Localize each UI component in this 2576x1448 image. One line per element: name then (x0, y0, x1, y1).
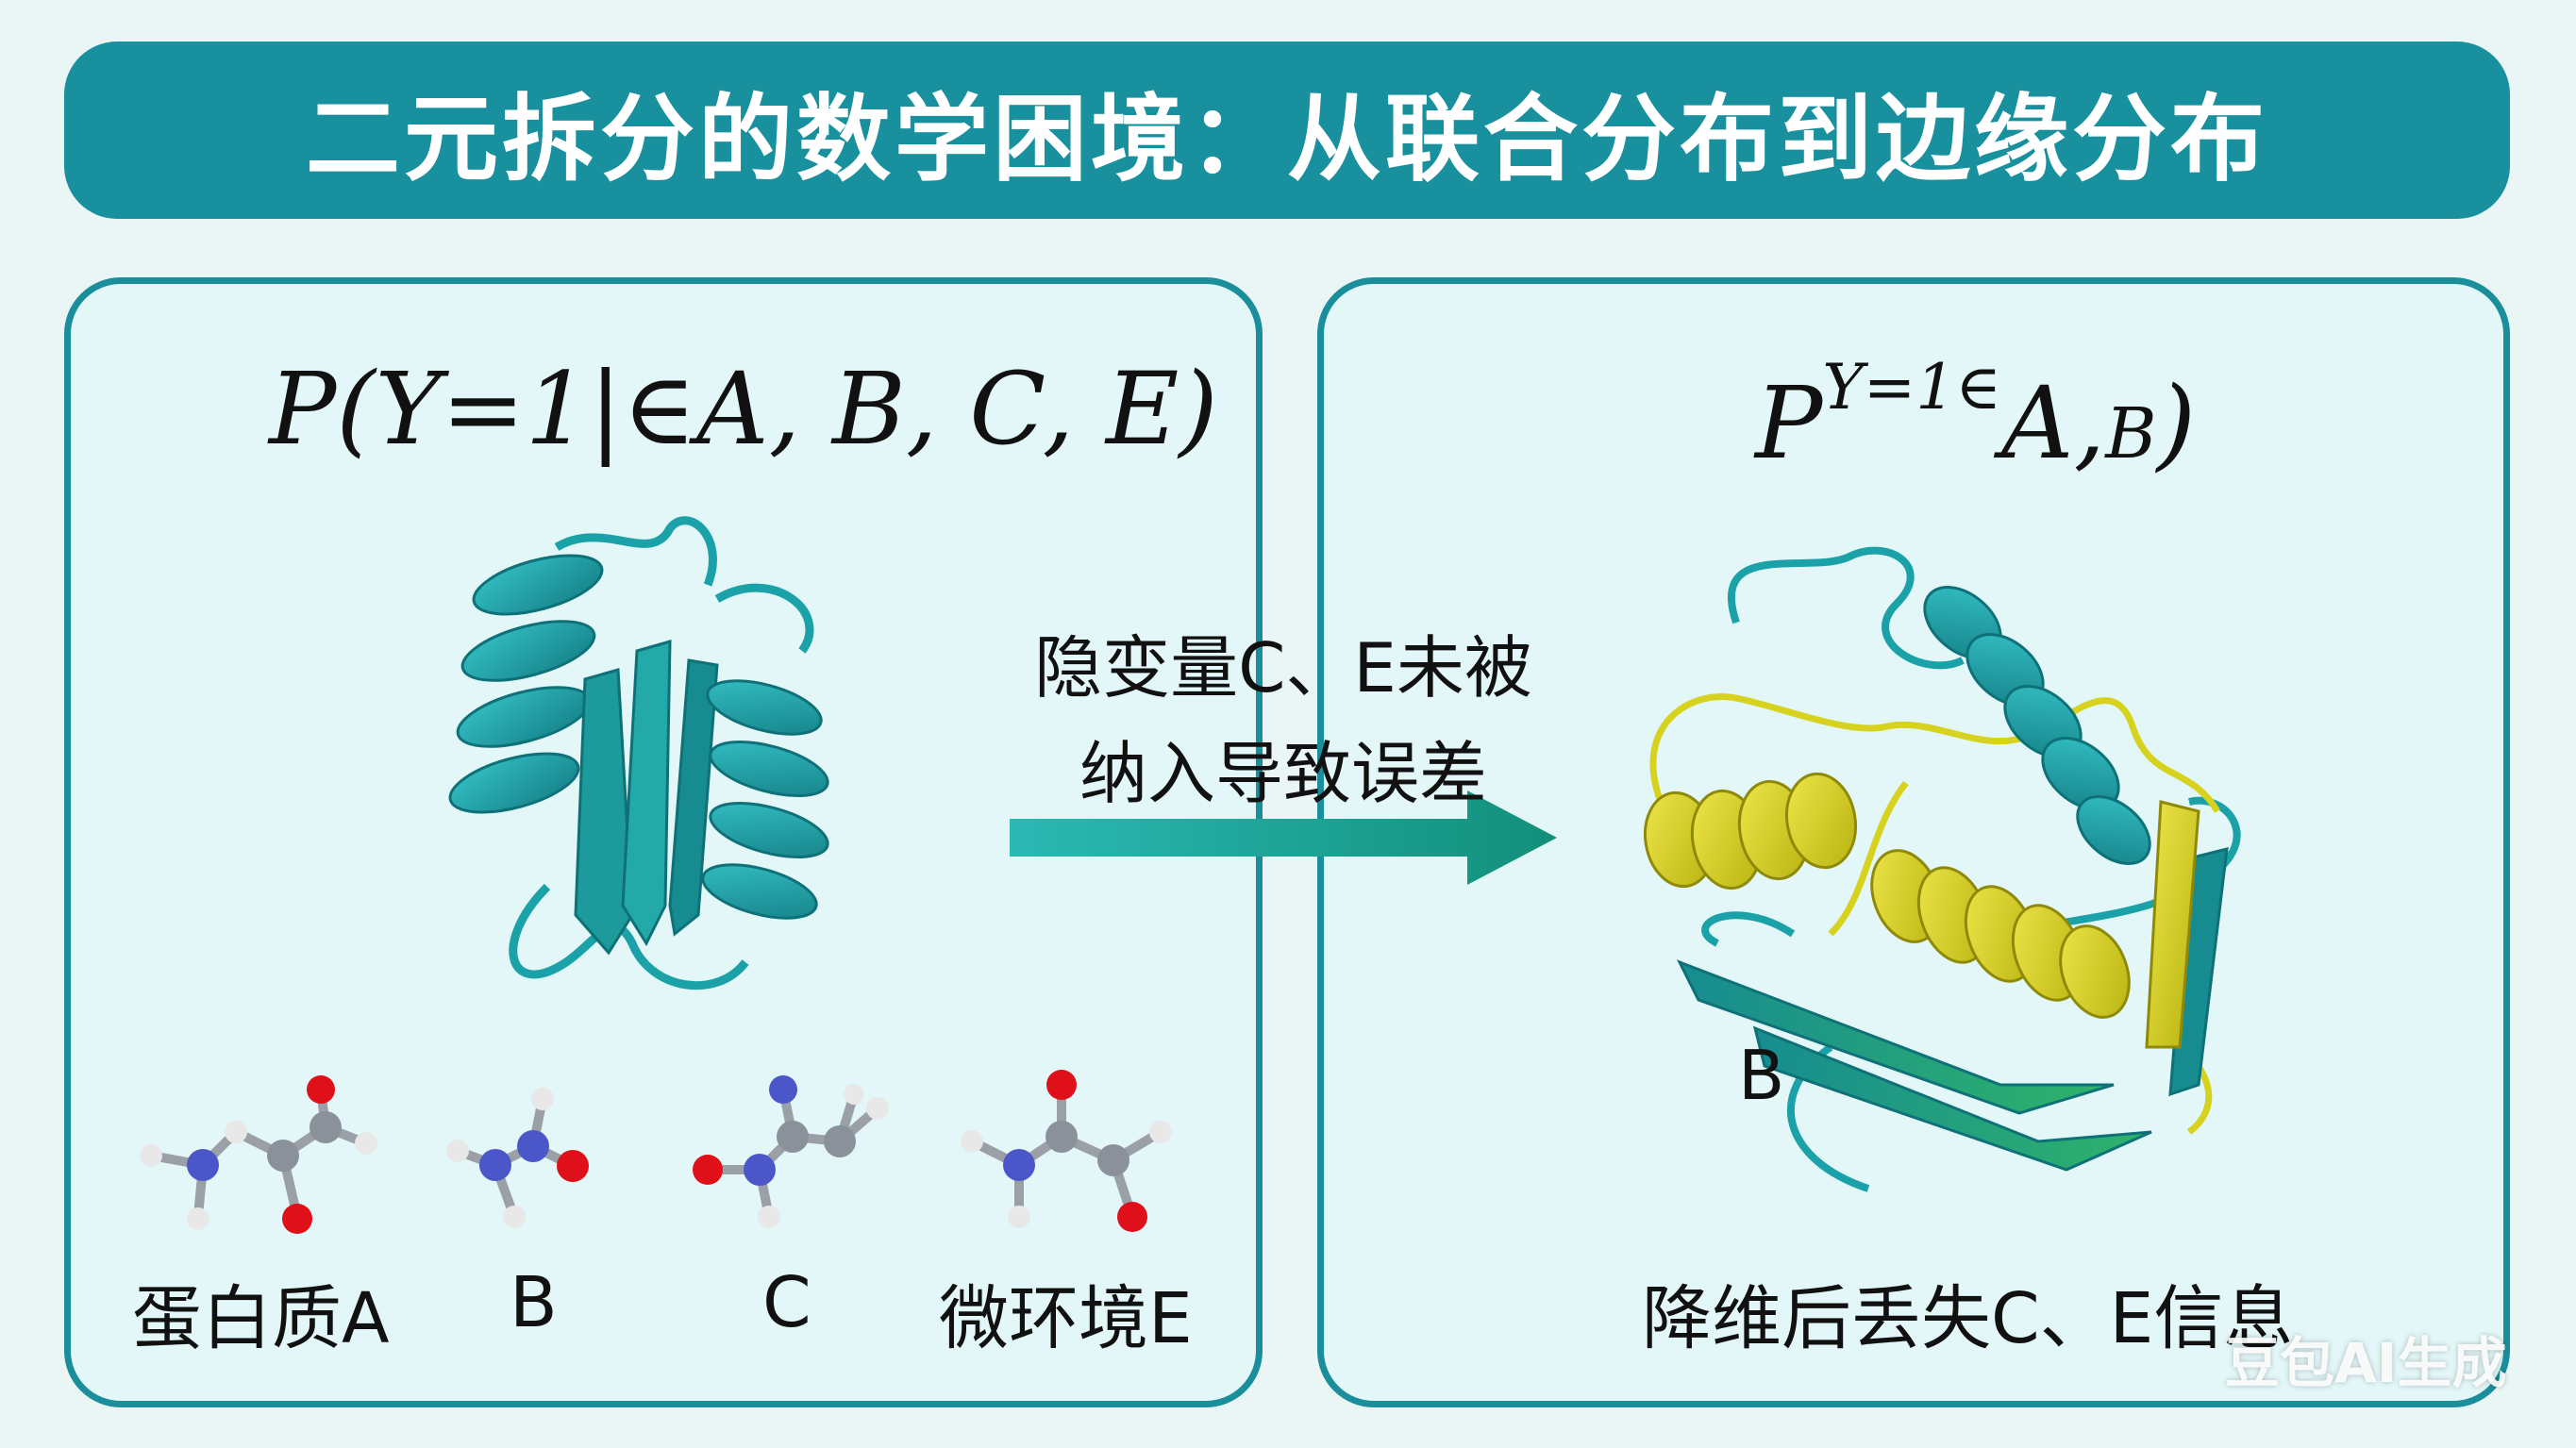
watermark: 豆包AI生成 (2225, 1319, 2506, 1398)
formula-superscript: Y=1∈ (1822, 351, 2001, 424)
molecule-microenvironment-e-icon (953, 1066, 1189, 1245)
molecule-protein-a-icon (132, 1075, 387, 1245)
latent-variable-note: 隐变量C、E未被 纳入导致误差 (991, 615, 1576, 826)
formula-close-paren: ) (2157, 365, 2196, 481)
molecule-label-protein-a: 蛋白质A (132, 1262, 390, 1363)
title-banner: 二元拆分的数学困境：从联合分布到边缘分布 (64, 42, 2510, 219)
formula-p: P (1755, 365, 1822, 481)
page-title: 二元拆分的数学困境：从联合分布到边缘分布 (306, 62, 2268, 199)
latent-variable-note-line1: 隐变量C、E未被 (991, 615, 1576, 721)
formula-b: B (2105, 393, 2156, 474)
formula-a: A, (2001, 365, 2105, 481)
protein-b-label: B (1738, 1036, 1784, 1115)
molecule-label-b: B (510, 1262, 558, 1343)
joint-distribution-formula: P(Y=1|∈A, B, C, E) (269, 351, 1218, 467)
molecule-c-icon (689, 1066, 906, 1245)
molecule-label-c: C (762, 1262, 811, 1343)
molecule-b-icon (439, 1075, 627, 1245)
latent-variable-note-line2: 纳入导致误差 (991, 721, 1576, 826)
protein-structure-right (1623, 519, 2302, 1217)
molecule-label-microenvironment-e: 微环境E (939, 1262, 1193, 1363)
right-panel-caption: 降维后丢失C、E信息 (1642, 1262, 2293, 1363)
protein-structure-left (434, 509, 849, 1019)
marginal-distribution-formula: PY=1∈A,B) (1755, 351, 2196, 481)
